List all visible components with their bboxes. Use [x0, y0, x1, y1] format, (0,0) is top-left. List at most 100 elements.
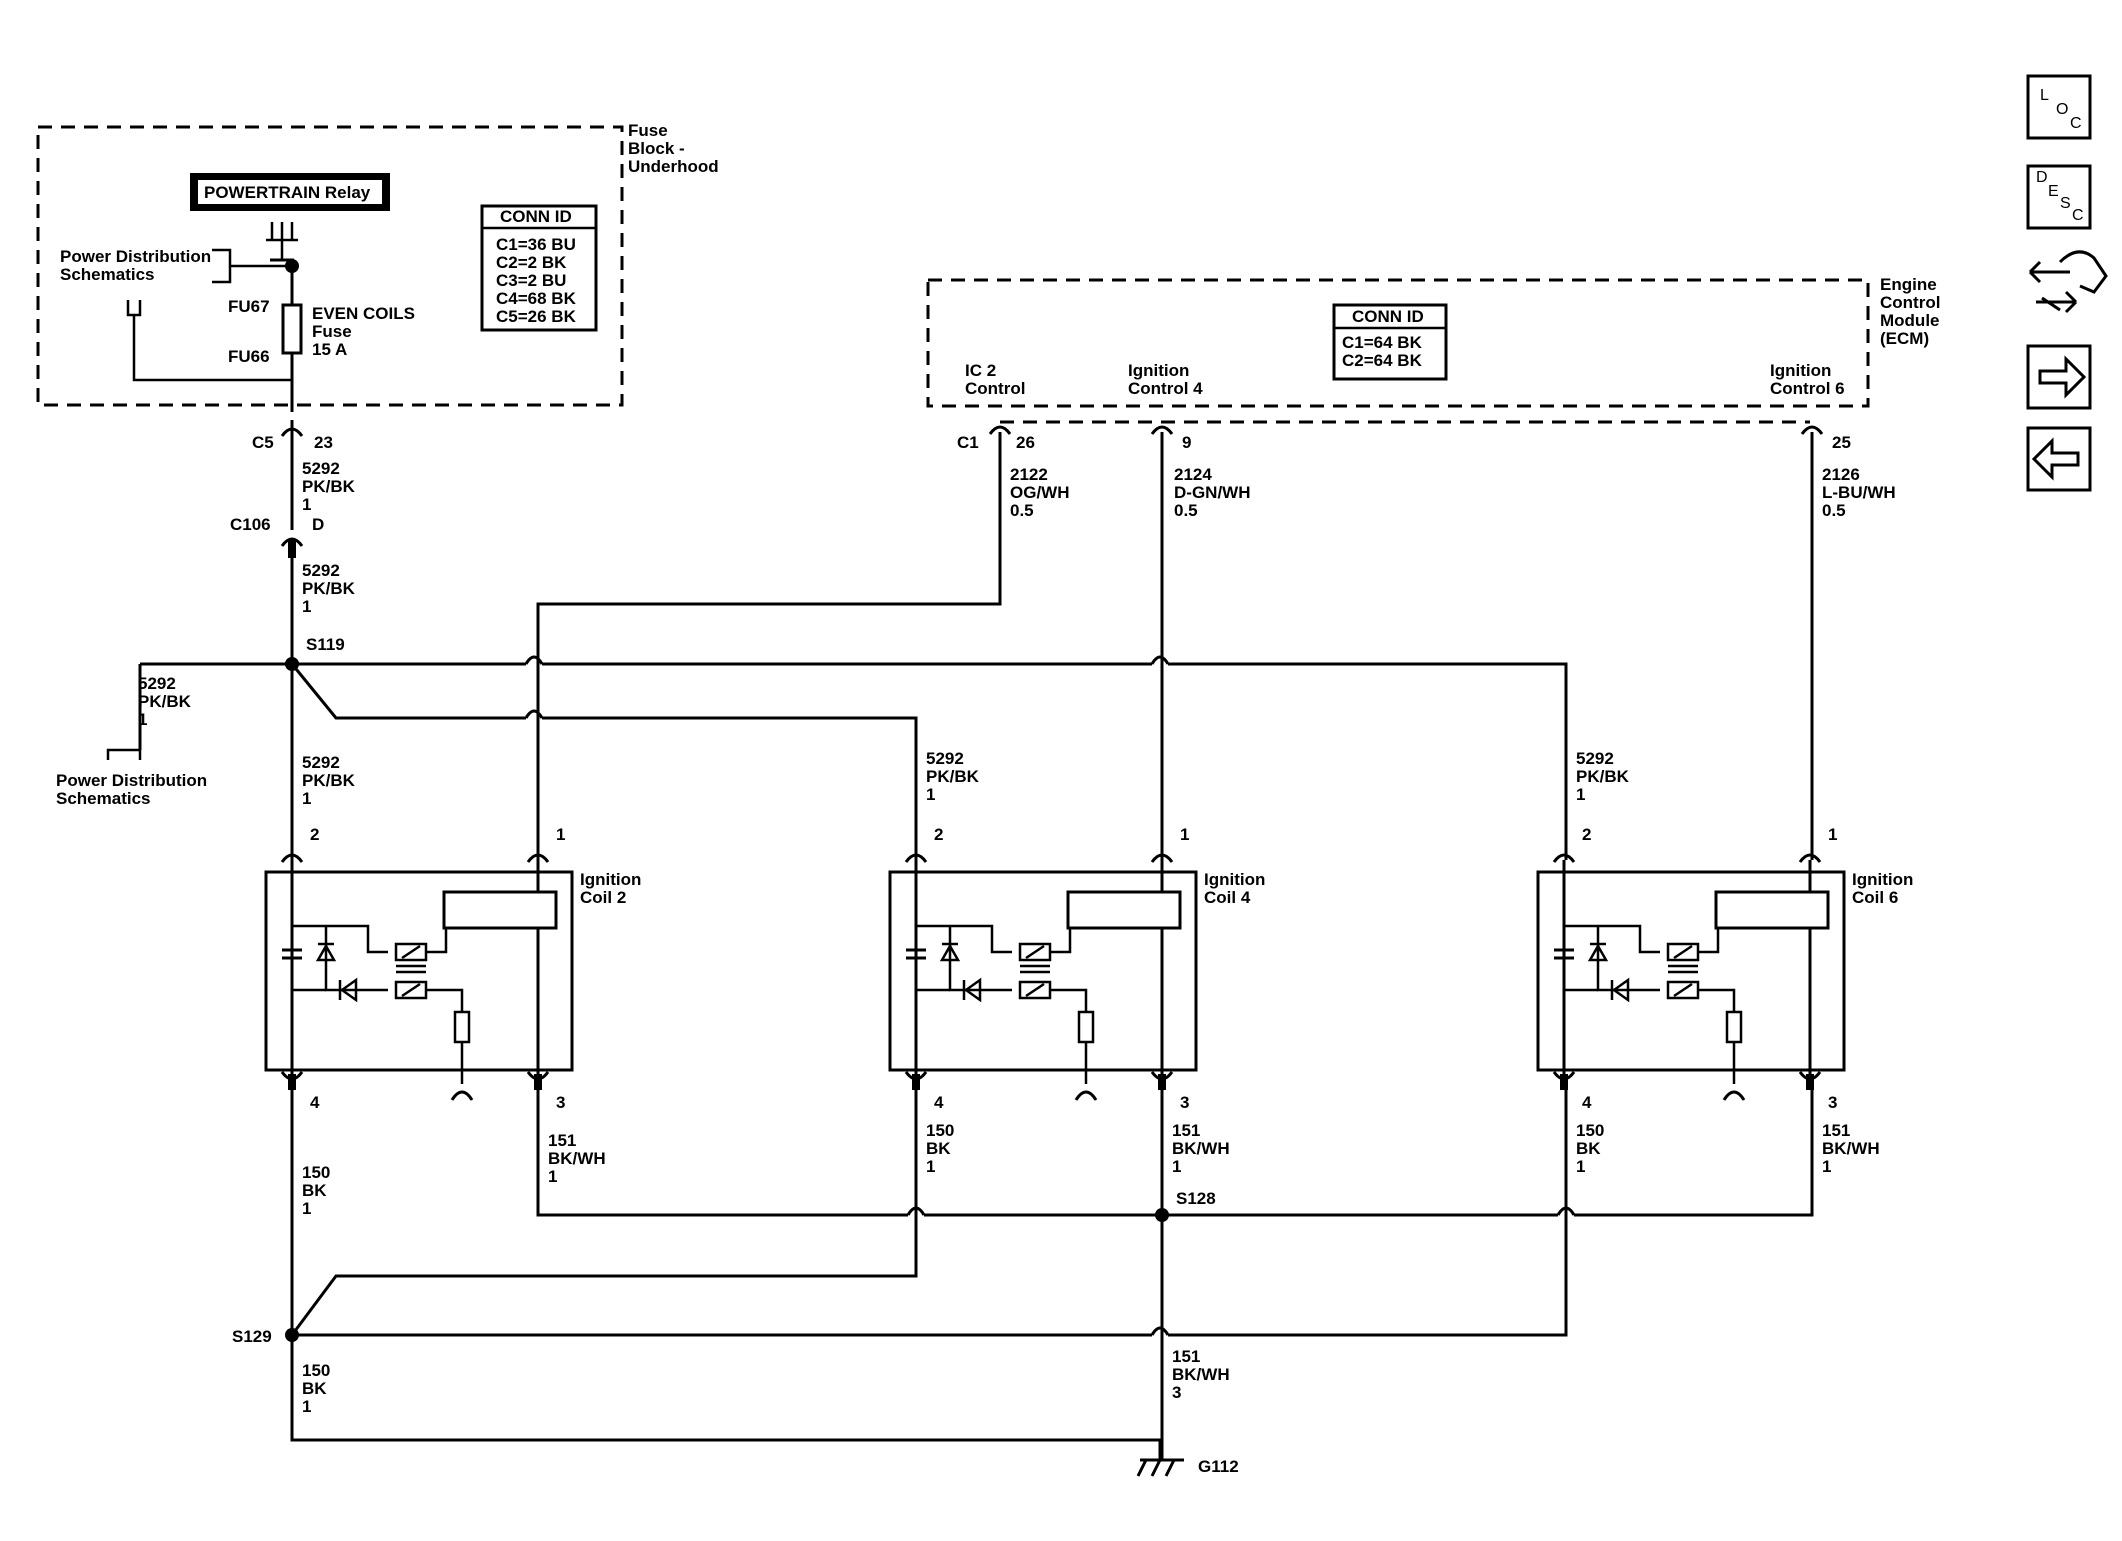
s129-label: S129	[232, 1327, 272, 1346]
winding-slash	[1673, 944, 1693, 960]
coil-connector	[1798, 853, 1822, 863]
winding-slash	[1673, 982, 1693, 998]
coil-circuit	[426, 988, 464, 1012]
desc-letter: C	[2072, 207, 2084, 224]
c106-label: C106	[230, 515, 271, 534]
wire-label: PK/BK	[138, 692, 192, 711]
wire-label: BK/WH	[1822, 1139, 1880, 1158]
coil-connector	[280, 853, 304, 863]
diode-symbol	[1611, 977, 1630, 1003]
wire-label: 151	[1822, 1121, 1850, 1140]
wire-label: 150	[302, 1361, 330, 1380]
coil-title: Coil 4	[1204, 888, 1251, 907]
coil-pin-number: 4	[1582, 1093, 1592, 1112]
relay-contact	[266, 222, 298, 260]
wire-label: 0.5	[1174, 501, 1198, 520]
wire-label: 1	[302, 1397, 311, 1416]
ecm-pin-number: 26	[1016, 433, 1035, 452]
pds-label-top: Schematics	[60, 265, 155, 284]
loc-button-frame[interactable]	[2026, 74, 2092, 140]
component-view-button[interactable]	[2028, 250, 2108, 314]
wire-label: 0.5	[1822, 501, 1846, 520]
coil-circuit	[1698, 928, 1720, 954]
winding-slash	[1025, 944, 1045, 960]
wire-label: PK/BK	[1576, 767, 1630, 786]
loc-letter: L	[2040, 87, 2049, 104]
wire-crossover	[1150, 655, 1170, 665]
conn-id-line: C5=26 BK	[496, 307, 577, 326]
fuse-symbol	[281, 303, 303, 355]
coil-pin-number: 3	[1828, 1093, 1837, 1112]
fuse-label: EVEN COILS	[312, 304, 415, 323]
conn-id-title: CONN ID	[500, 207, 572, 226]
wire-151	[1574, 1088, 1814, 1217]
fuse-block-title: Block -	[628, 139, 685, 158]
wire-label: 150	[1576, 1121, 1604, 1140]
wire-5292-branch	[542, 716, 918, 860]
desc-button-frame[interactable]	[2026, 164, 2092, 230]
splice-dot	[285, 259, 299, 273]
prev-button-frame[interactable]	[2026, 426, 2092, 492]
wire-5292-branch	[290, 663, 526, 720]
prev-button[interactable]	[2026, 426, 2092, 492]
diode-symbol	[315, 943, 337, 962]
wire-label: 5292	[138, 674, 176, 693]
conn-id-line: C2=2 BK	[496, 253, 567, 272]
connector-icon	[2041, 296, 2061, 312]
fuse-label: 15 A	[312, 340, 347, 359]
wire-label: 5292	[302, 459, 340, 478]
wire-label: 3	[1172, 1383, 1181, 1402]
next-button[interactable]	[2026, 344, 2092, 410]
coil-pin-number: 1	[556, 825, 565, 844]
c5-label: C5	[252, 433, 274, 452]
ecm-pin-label: IC 2	[965, 361, 996, 380]
ecm-connector-label: C1	[957, 433, 979, 452]
coil-driver-module	[442, 890, 558, 930]
s128-label: S128	[1176, 1189, 1216, 1208]
wire-crossover	[1150, 1326, 1170, 1336]
wire-label: 2124	[1174, 465, 1212, 484]
diode-symbol	[939, 943, 961, 962]
coil-title: Coil 2	[580, 888, 626, 907]
loc-button[interactable]: LOC	[2026, 74, 2092, 140]
connector-pin	[1158, 1074, 1166, 1090]
coil-connector	[1150, 853, 1174, 863]
wire-150	[290, 1088, 1162, 1460]
wire-label: 2126	[1822, 465, 1860, 484]
winding-slash	[1025, 982, 1045, 998]
spark-plug-symbol	[1074, 1090, 1098, 1101]
arrow-left-icon	[2031, 437, 2080, 481]
wire-label: PK/BK	[302, 771, 356, 790]
connector-pin	[288, 540, 296, 558]
coil-pin-number: 4	[934, 1093, 944, 1112]
wire-label: BK	[302, 1379, 327, 1398]
connector-pin	[1560, 1074, 1568, 1090]
ecm-pin-number: 25	[1832, 433, 1851, 452]
resistor-symbol	[1725, 1010, 1743, 1044]
wire-label: 1	[302, 597, 311, 616]
coil-connector	[526, 853, 550, 863]
coil-connector	[904, 853, 928, 863]
splice-s128	[1155, 1208, 1169, 1222]
wire-label: 151	[548, 1131, 576, 1150]
wire-label: 1	[1822, 1157, 1831, 1176]
arrows-icon	[2028, 260, 2078, 314]
wire-2122	[536, 432, 1002, 860]
conn-id-box-ecm	[1332, 303, 1448, 381]
ecm-title: Engine	[1880, 275, 1937, 294]
coil-title: Ignition	[1852, 870, 1913, 889]
wire-label: 1	[548, 1167, 557, 1186]
pds-label-bottom: Schematics	[56, 789, 151, 808]
wire-label: 2122	[1010, 465, 1048, 484]
next-button-frame[interactable]	[2026, 344, 2092, 410]
coil-circuit	[292, 924, 388, 954]
capacitor-symbol	[906, 948, 926, 960]
connector-pin	[1806, 1074, 1814, 1090]
coil-title: Ignition	[1204, 870, 1265, 889]
c5-pin: 23	[314, 433, 333, 452]
diode-symbol	[339, 977, 358, 1003]
resistor-symbol	[453, 1010, 471, 1044]
